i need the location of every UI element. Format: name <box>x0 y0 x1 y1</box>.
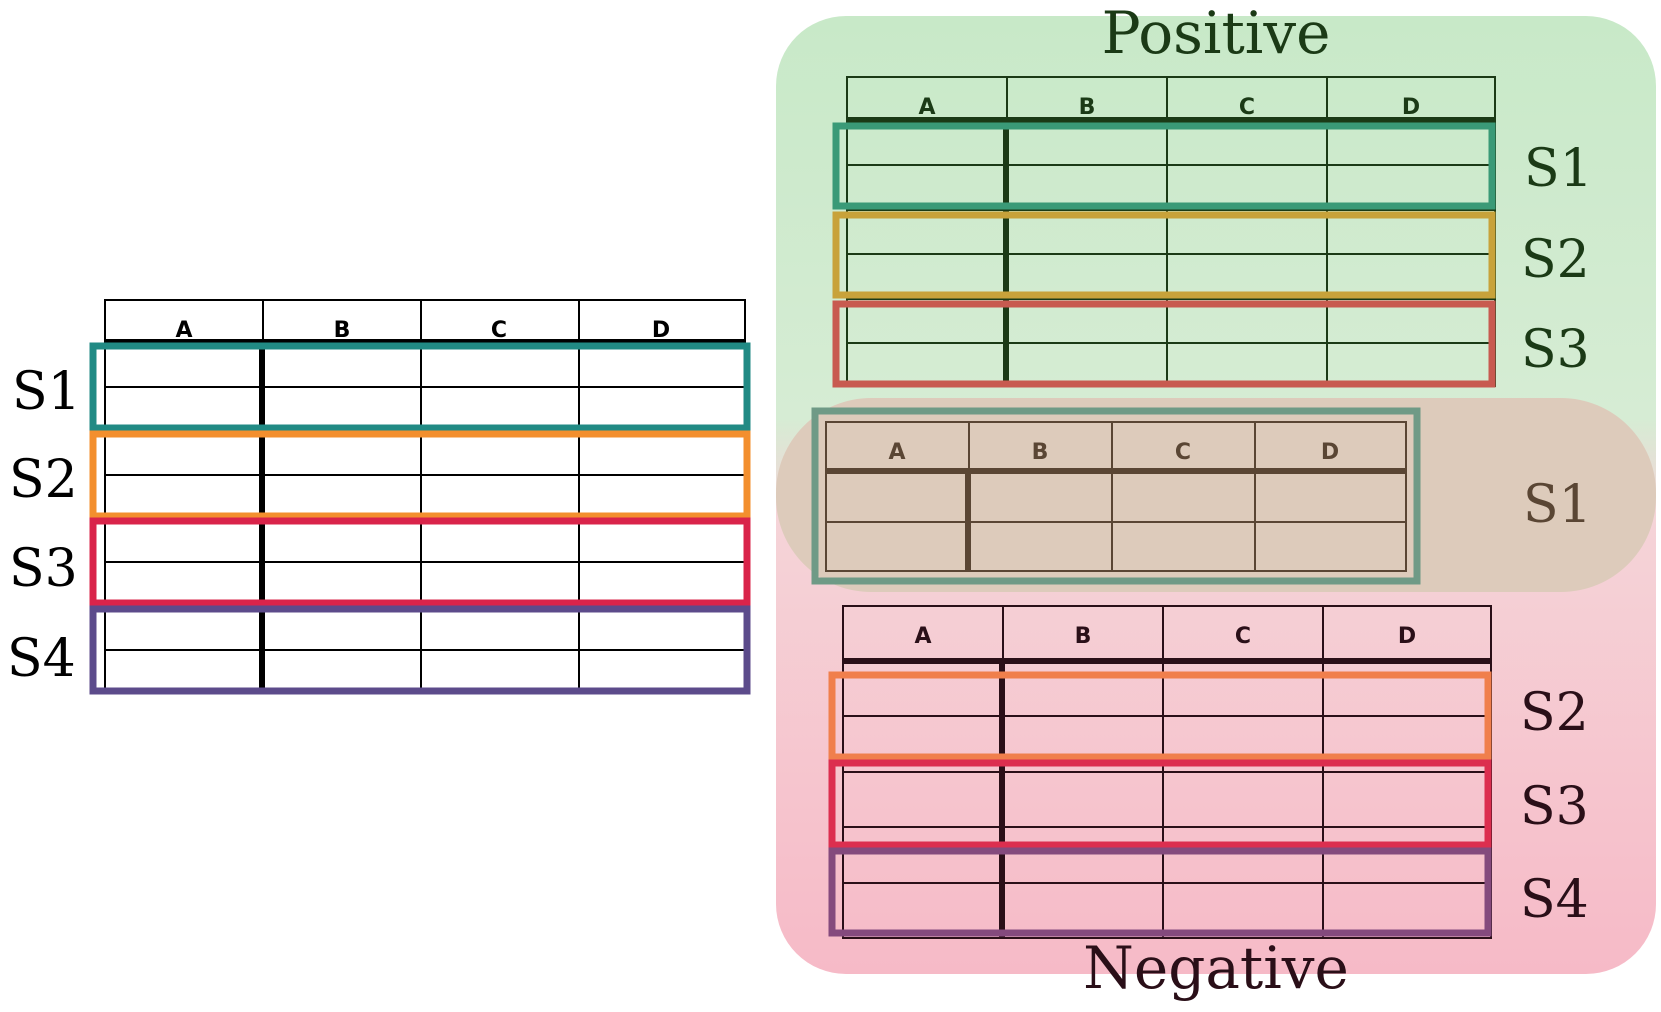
segment-label-s4: S4 <box>7 629 76 689</box>
negative-table-header-cells: A B C D <box>914 624 1416 649</box>
segment-label-s2: S2 <box>1520 683 1589 743</box>
negative-table-grid <box>842 605 1492 939</box>
full-table: A B C D S1 S2 S3 S4 <box>7 299 751 695</box>
segment-label-s3: S3 <box>1520 777 1589 837</box>
column-header-d: D <box>1402 95 1420 120</box>
segment-label-s3: S3 <box>9 539 78 599</box>
segment-label-s3: S3 <box>1521 320 1590 380</box>
segment-box-s3 <box>89 517 751 607</box>
positive-title: Positive <box>1102 0 1331 67</box>
column-header-b: B <box>1032 440 1049 465</box>
segment-label-s4: S4 <box>1520 870 1589 930</box>
column-header-a: A <box>888 440 905 465</box>
column-header-d: D <box>1398 624 1416 649</box>
column-header-c: C <box>491 318 507 343</box>
negative-table-segment-boxes <box>828 671 1492 937</box>
column-header-c: C <box>1239 95 1255 120</box>
segment-box-s1 <box>89 342 751 432</box>
segment-label-s1: S1 <box>1523 475 1592 535</box>
positive-table-header-cells: A B C D <box>918 95 1420 120</box>
segment-label-s1: S1 <box>12 362 81 422</box>
negative-table: A B C D S2 S3 S4 <box>828 605 1589 939</box>
full-table-header-cells: A B C D <box>175 318 670 343</box>
column-header-d: D <box>1321 440 1339 465</box>
column-header-a: A <box>918 95 935 120</box>
column-header-b: B <box>334 318 351 343</box>
segment-box-s1 <box>832 122 1496 210</box>
anchor-table: A B C D S1 <box>811 407 1592 585</box>
anchor-table-header-cells: A B C D <box>888 440 1339 465</box>
segment-label-s1: S1 <box>1524 139 1593 199</box>
segment-box-s3 <box>828 759 1492 849</box>
column-header-b: B <box>1075 624 1092 649</box>
anchor-panel-background <box>776 398 1656 592</box>
negative-title: Negative <box>1083 934 1349 1002</box>
column-header-a: A <box>914 624 931 649</box>
column-header-c: C <box>1175 440 1191 465</box>
column-header-c: C <box>1235 624 1251 649</box>
full-table-segment-labels: S1 S2 S3 S4 <box>7 362 81 689</box>
segment-box-s4 <box>89 605 751 695</box>
segment-box-s2 <box>89 430 751 520</box>
anchor-table-grid <box>825 421 1407 572</box>
segment-box-s2 <box>828 671 1492 761</box>
segment-box-s1 <box>811 407 1421 585</box>
column-header-d: D <box>652 318 670 343</box>
positive-table-segment-labels: S1 S2 S3 <box>1521 139 1593 380</box>
segment-label-s2: S2 <box>9 450 78 510</box>
positive-table-segment-boxes <box>832 122 1496 388</box>
segment-box-s3 <box>832 300 1496 388</box>
column-header-a: A <box>175 318 192 343</box>
segment-label-s2: S2 <box>1521 230 1590 290</box>
negative-table-segment-labels: S2 S3 S4 <box>1520 683 1589 930</box>
segment-box-s2 <box>832 211 1496 299</box>
segment-box-s4 <box>828 847 1492 937</box>
positive-table: A B C D S1 S2 S3 <box>832 76 1593 388</box>
column-header-b: B <box>1079 95 1096 120</box>
full-table-segment-boxes <box>89 342 751 695</box>
full-table-grid <box>104 299 746 693</box>
